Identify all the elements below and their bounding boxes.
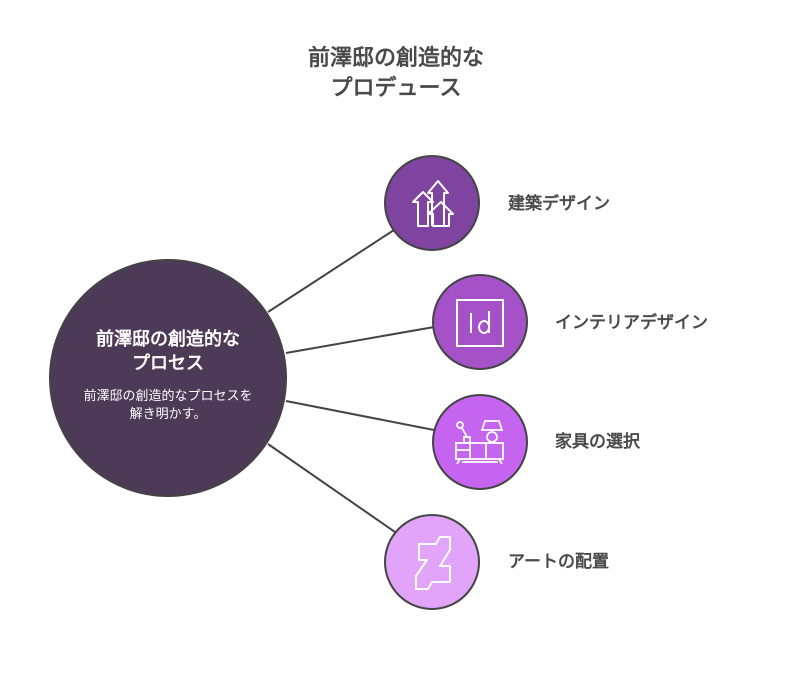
center-title: 前澤邸の創造的な プロセス <box>60 328 276 376</box>
deviantart-icon <box>415 536 451 590</box>
arrows-up-icon <box>412 180 454 227</box>
center-circle <box>49 259 287 497</box>
center-text: 前澤邸の創造的な プロセス 前澤邸の創造的なプロセスを解き明かす。 <box>60 328 276 424</box>
center-title-line-2: プロセス <box>132 353 204 374</box>
node-label-architecture: 建築デザイン <box>508 194 610 214</box>
connector-1 <box>267 229 395 313</box>
furniture-icon <box>455 420 504 465</box>
node-label-furniture: 家具の選択 <box>555 432 640 452</box>
title-line-1: 前澤邸の創造的な <box>307 46 484 71</box>
center-description: 前澤邸の創造的なプロセスを解き明かす。 <box>83 389 253 422</box>
indesign-icon <box>456 299 504 347</box>
node-circle-furniture <box>432 394 528 490</box>
title-line-2: プロデュース <box>330 76 462 101</box>
center-title-line-1: 前澤邸の創造的な <box>96 329 240 350</box>
connector-2 <box>285 326 435 354</box>
node-circle-art <box>384 514 480 610</box>
diagram-title: 前澤邸の創造的な プロデュース <box>0 44 792 104</box>
connector-4 <box>267 443 396 533</box>
connector-3 <box>285 400 435 431</box>
node-label-interior: インテリアデザイン <box>555 313 708 333</box>
node-label-art: アートの配置 <box>508 552 609 572</box>
